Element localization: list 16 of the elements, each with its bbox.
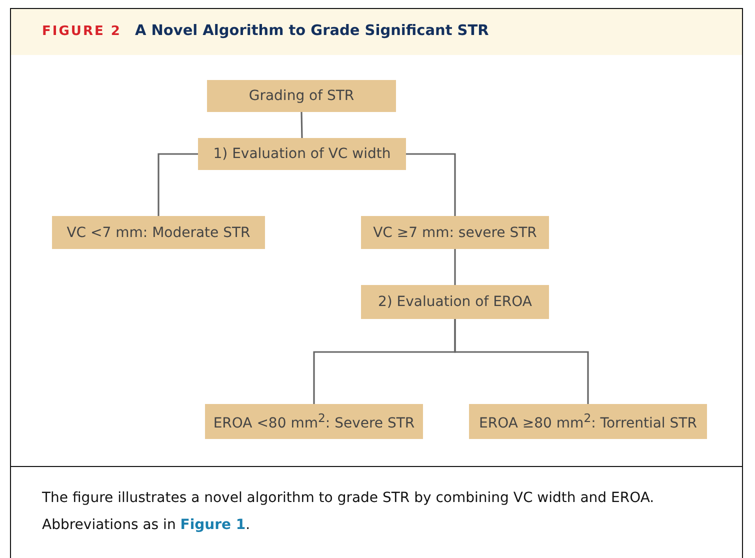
- figure-number: FIGURE 2: [42, 24, 122, 39]
- connector-line: [406, 153, 456, 216]
- process-box: VC <7 mm: Moderate STR: [52, 216, 265, 249]
- process-box: Grading of STR: [207, 80, 396, 112]
- connector-line: [454, 319, 589, 404]
- figure-link: Figure 1: [180, 517, 246, 533]
- process-box: 1) Evaluation of VC width: [198, 138, 406, 170]
- caption-text: The figure illustrates a novel algorithm to grade STR by combining VC width and EROA. Abbreviations as in Figure 1.: [42, 489, 656, 535]
- figure-title: A Novel Algorithm to Grade Significant STR: [135, 23, 489, 39]
- connector-line: [454, 249, 456, 285]
- process-box: VC ≥7 mm: severe STR: [361, 216, 549, 249]
- connector-line: [300, 112, 303, 138]
- process-box: EROA ≥80 mm$^{2}$: Torrential STR: [469, 404, 707, 439]
- connector-line: [158, 153, 198, 216]
- process-box: EROA <80 mm$^{2}$: Severe STR: [205, 404, 423, 439]
- process-box: 2) Evaluation of EROA: [361, 285, 549, 319]
